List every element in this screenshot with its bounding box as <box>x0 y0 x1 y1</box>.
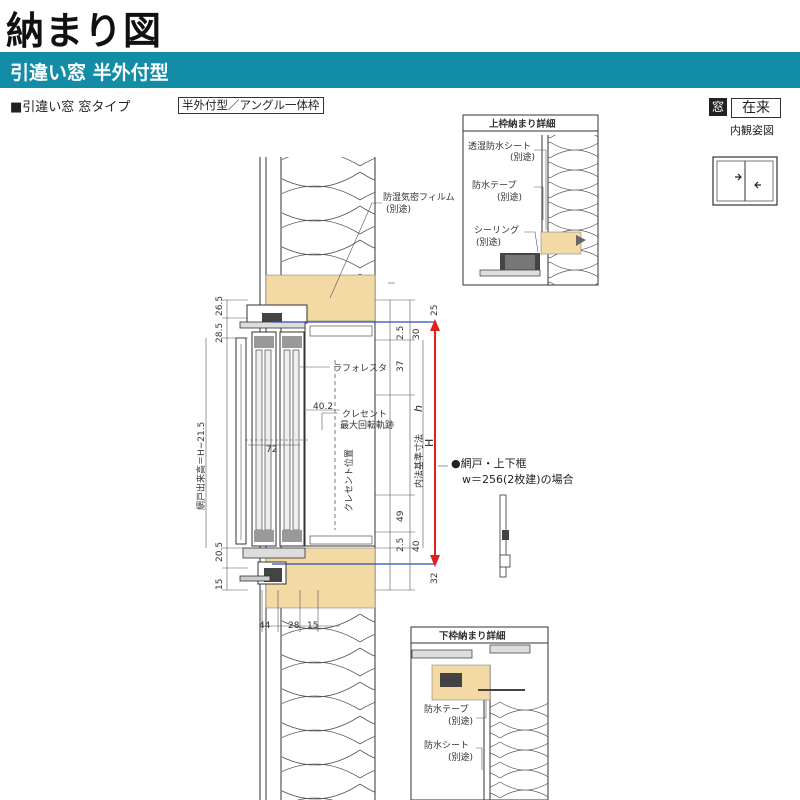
bottom-detail-title: 下枠納まり詳細 <box>439 630 506 642</box>
crescent-position-label: クレセント位置 <box>343 449 355 512</box>
top-detail-label-6: (別途) <box>476 236 501 248</box>
inner-reference-label: 内法基準寸法 <box>413 434 425 488</box>
height-label-H: H <box>423 439 436 447</box>
top-detail-label-5: シーリング <box>474 224 519 236</box>
bottom-detail-panel <box>410 626 549 800</box>
section-header-bar: 引違い窓 半外付型 <box>0 52 800 88</box>
wall-section <box>259 157 376 800</box>
dim-44: 44 <box>259 621 271 631</box>
dim-25: 25 <box>430 305 440 316</box>
dim-40: 40 <box>412 540 422 552</box>
interior-view-label: 内観姿図 <box>730 124 774 137</box>
top-detail-label-3: 防水テープ <box>472 179 516 191</box>
dim-40-2: 40.2 <box>313 402 333 412</box>
window-frame <box>235 304 310 585</box>
dim-20-5: 20.5 <box>215 542 225 562</box>
badge-mado: 窓 <box>709 98 727 116</box>
screen-note-label: ●網戸・上下框 <box>451 456 527 470</box>
dim-28-5: 28.5 <box>215 323 225 343</box>
dim-26-5: 26.5 <box>215 296 225 316</box>
interior-view-window-icon <box>712 156 778 206</box>
top-detail-label-1: 透湿防水シート <box>468 140 531 152</box>
dim-72: 72 <box>266 445 277 455</box>
top-detail-title: 上枠納まり詳細 <box>489 118 556 130</box>
dim-49: 49 <box>396 510 406 522</box>
bottom-detail-label-4: (別途) <box>448 751 473 763</box>
section-title: 引違い窓 半外付型 <box>10 62 169 84</box>
crescent-track-label: クレセント <box>342 409 387 420</box>
dim-28: 28 <box>288 621 300 631</box>
crescent-track-label-2: 最大回転軌跡 <box>340 419 394 431</box>
dim-32: 32 <box>430 573 440 584</box>
film-label: 防湿気密フィルム <box>383 191 455 203</box>
page-title: 納まり図 <box>6 9 163 53</box>
dim-37: 37 <box>396 361 406 372</box>
top-detail-label-4: (別途) <box>497 191 522 203</box>
bottom-detail-label-1: 防水テープ <box>424 703 468 715</box>
dim-15-bottom: 15 <box>307 621 318 631</box>
film-note: (別途) <box>386 203 411 215</box>
bottom-detail-label-3: 防水シート <box>424 739 469 751</box>
dim-15-left: 15 <box>215 579 225 590</box>
dim-2-5-bottom: 2.5 <box>396 538 406 552</box>
screen-width-label: w＝256(2枚建)の場合 <box>462 472 574 486</box>
height-arrow-H <box>430 319 440 567</box>
dim-30: 30 <box>412 328 422 340</box>
inner-reference-h: h <box>412 405 425 412</box>
top-detail-label-2: (別途) <box>510 151 535 163</box>
top-detail-panel <box>462 114 599 286</box>
badge-zairai: 在来 <box>731 98 781 118</box>
screen-frame-detail <box>499 494 511 578</box>
lath-label: ラフォレスタ <box>333 363 387 374</box>
dim-2-5-top: 2.5 <box>396 326 406 340</box>
window-type-label: ■引違い窓 窓タイプ <box>10 100 131 115</box>
screen-height-label: 網戸出来高＝H−21.5 <box>195 422 207 510</box>
bottom-detail-label-2: (別途) <box>448 715 473 727</box>
window-type-value: 半外付型／アングル一体枠 <box>178 97 324 114</box>
dimension-lines <box>205 282 415 632</box>
